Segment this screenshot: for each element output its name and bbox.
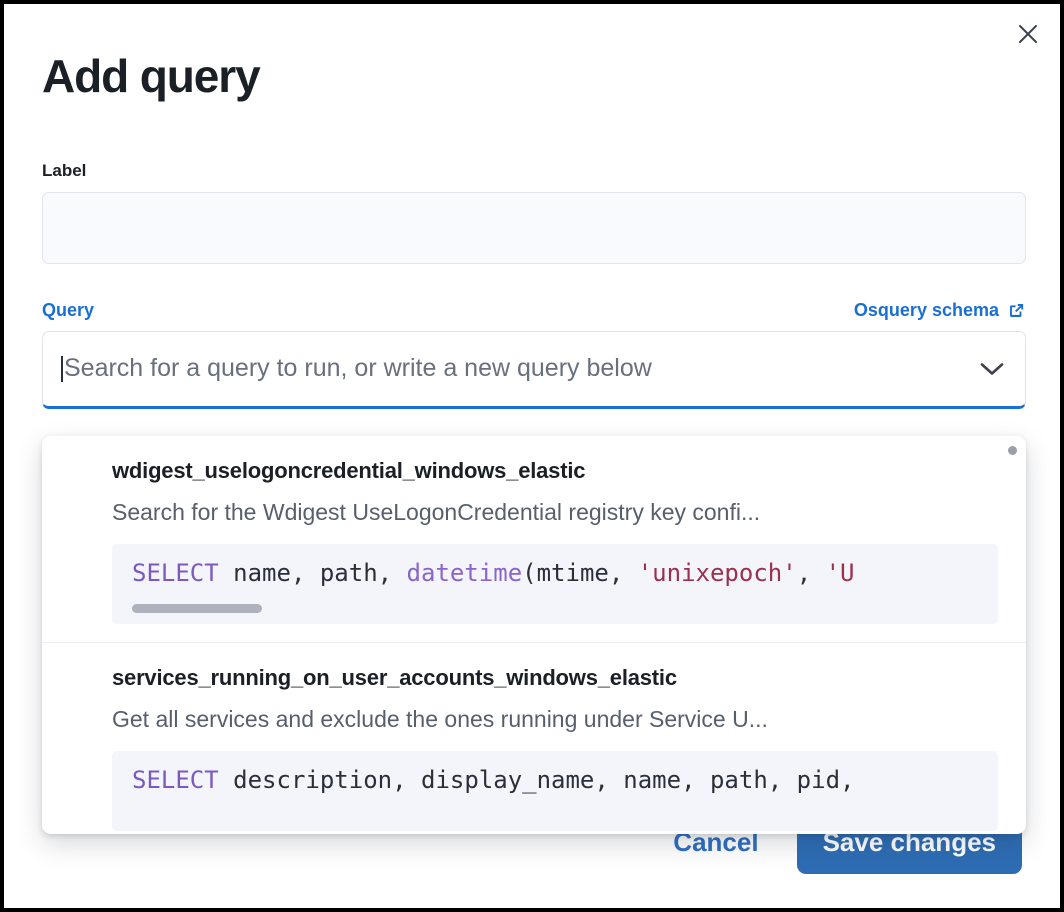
sql-token-string: 'unixepoch' (637, 559, 797, 587)
sql-token-plain: name, path, (218, 559, 407, 587)
sql-token-string: 'U (825, 559, 855, 587)
sql-token-plain: description, display_name, name, path, p… (218, 766, 855, 794)
sql-code-line: SELECT description, display_name, name, … (132, 767, 998, 793)
label-input[interactable] (42, 191, 1026, 264)
option-description: Get all services and exclude the ones ru… (112, 706, 768, 732)
chevron-down-icon[interactable] (975, 361, 1009, 377)
close-icon-glyph (1019, 25, 1037, 43)
sql-code-line: SELECT name, path, datetime(mtime, 'unix… (132, 560, 998, 586)
query-label[interactable]: Query (42, 299, 95, 320)
dropdown-scrollbar[interactable] (1008, 446, 1017, 455)
text-caret (61, 355, 63, 382)
dropdown-options-list: wdigest_uselogoncredential_windows_elast… (42, 436, 1026, 831)
sql-token-plain: (mtime, (522, 559, 638, 587)
osquery-schema-link-label: Osquery schema (853, 299, 999, 320)
query-search-placeholder: Search for a query to run, or write a ne… (64, 354, 652, 383)
sql-token-plain: , (796, 559, 826, 587)
close-icon[interactable] (1008, 14, 1048, 54)
osquery-schema-link[interactable]: Osquery schema (854, 300, 1026, 321)
option-title: wdigest_uselogoncredential_windows_elast… (112, 458, 586, 483)
option-description: Search for the Wdigest UseLogonCredentia… (112, 499, 761, 525)
sql-token-keyword: SELECT (132, 559, 219, 587)
list-item[interactable]: wdigest_uselogoncredential_windows_elast… (42, 436, 1026, 624)
chevron-down-icon-glyph (980, 363, 1004, 375)
option-title: services_running_on_user_accounts_window… (112, 665, 677, 690)
sql-code-block[interactable]: SELECT name, path, datetime(mtime, 'unix… (112, 544, 998, 624)
modal-dialog: Add query Label Query Osquery schema Sea… (4, 4, 1060, 908)
sql-token-keyword: SELECT (132, 766, 219, 794)
query-search-combobox[interactable]: Search for a query to run, or write a ne… (42, 330, 1026, 409)
code-horizontal-scrollbar[interactable] (132, 604, 262, 613)
list-item[interactable]: services_running_on_user_accounts_window… (42, 642, 1026, 831)
label-field-label: Label (42, 160, 87, 180)
modal-body: Add query Label Query Osquery schema Sea… (42, 4, 1026, 409)
sql-code-block[interactable]: SELECT description, display_name, name, … (112, 751, 998, 831)
sql-token-function: datetime (406, 559, 523, 587)
external-link-icon (1010, 303, 1024, 317)
page-title: Add query (42, 50, 261, 102)
query-options-dropdown: wdigest_uselogoncredential_windows_elast… (42, 436, 1026, 834)
query-section-header: Query Osquery schema (42, 300, 1026, 321)
